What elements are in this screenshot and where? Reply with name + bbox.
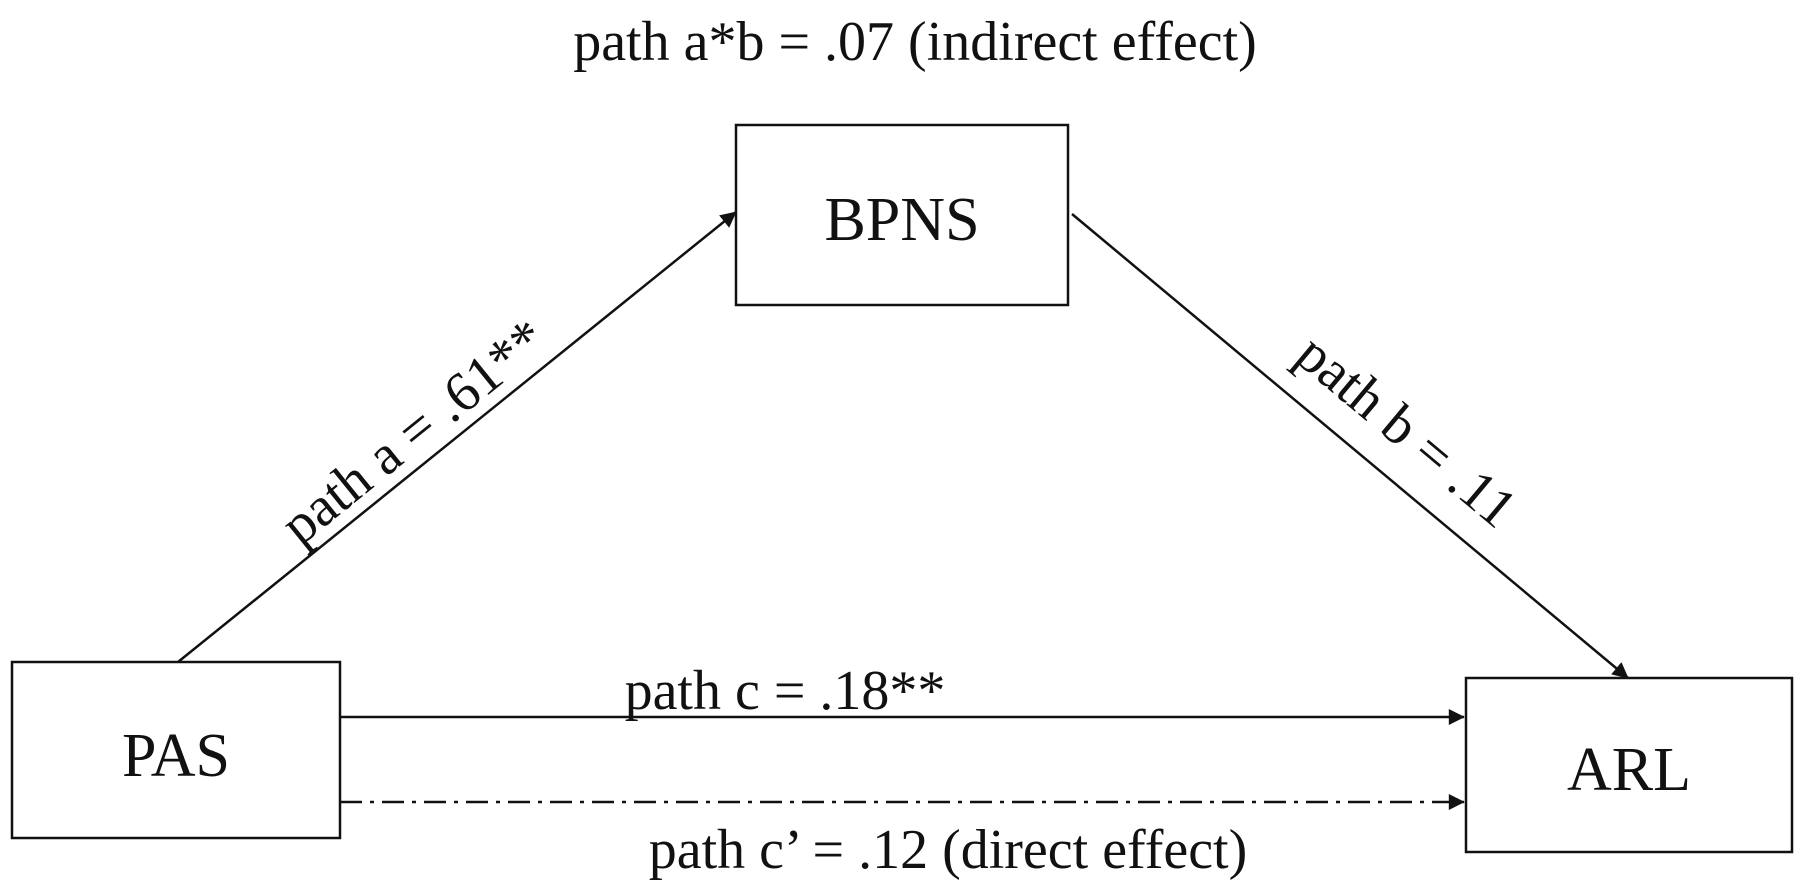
edge-path-b	[1071, 213, 1629, 679]
node-bpns: BPNS	[734, 123, 1070, 307]
node-arl-label: ARL	[1567, 736, 1691, 804]
indirect-effect-label: path a*b = .07 (indirect effect)	[573, 11, 1257, 73]
node-pas-label: PAS	[122, 722, 230, 790]
node-arl: ARL	[1464, 676, 1794, 854]
path-a-label: path a = .61**	[269, 307, 558, 557]
node-pas: PAS	[10, 660, 342, 840]
edge-path-a	[177, 211, 737, 663]
node-bpns-label: BPNS	[824, 186, 979, 254]
path-c-label: path c = .18**	[625, 660, 946, 722]
path-b-label: path b = .11	[1285, 322, 1529, 540]
path-c-prime-label: path c’ = .12 (direct effect)	[649, 819, 1248, 881]
